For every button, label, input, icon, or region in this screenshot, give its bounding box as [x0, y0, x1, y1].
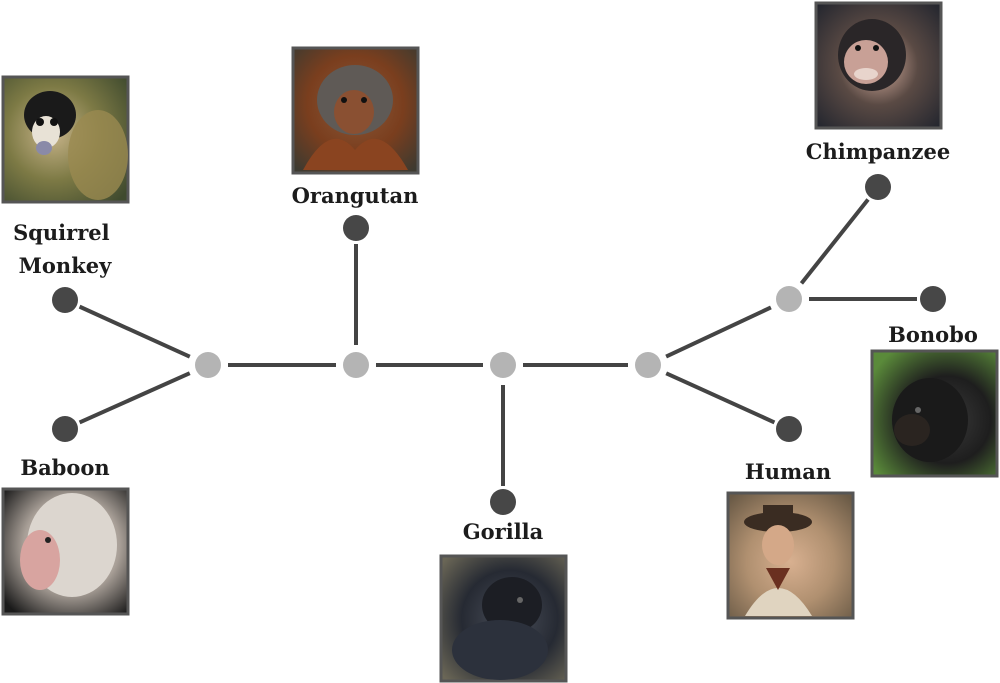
photo-bonobo: [870, 349, 999, 478]
leaf-node-baboon: [52, 416, 78, 442]
internal-node-i3: [490, 352, 516, 378]
photo-gorilla: [439, 554, 568, 683]
label-orangutan: Orangutan: [292, 183, 419, 208]
photo-orangutan: [291, 46, 420, 175]
label-human: Human: [745, 459, 831, 484]
leaf-node-gorilla: [490, 489, 516, 515]
internal-node-i2: [343, 352, 369, 378]
leaf-node-bonobo: [920, 286, 946, 312]
internal-node-i1: [195, 352, 221, 378]
label-gorilla: Gorilla: [463, 519, 544, 544]
leaf-node-orangutan: [343, 215, 369, 241]
edge-i1-squirrel-monkey: [78, 304, 191, 359]
edge-i1-baboon: [78, 371, 191, 425]
label-squirrel-monkey: Squirrel Monkey: [13, 220, 117, 278]
leaf-node-squirrel-monkey: [52, 287, 78, 313]
leaf-node-chimpanzee: [865, 174, 891, 200]
label-baboon: Baboon: [20, 455, 109, 480]
edge-i5-chimpanzee: [799, 198, 870, 285]
photo-baboon: [1, 487, 130, 616]
internal-node-i5: [776, 286, 802, 312]
tree-edges: [78, 198, 917, 486]
leaf-node-human: [776, 416, 802, 442]
internal-node-i4: [635, 352, 661, 378]
edge-i4-human: [665, 371, 776, 425]
label-chimpanzee: Chimpanzee: [806, 139, 950, 164]
photo-chimpanzee: [814, 1, 943, 130]
photo-squirrel-monkey: [1, 75, 130, 204]
tree-nodes: [52, 174, 946, 515]
label-bonobo: Bonobo: [888, 322, 978, 347]
photo-human: [726, 491, 855, 620]
edge-i4-i5: [665, 305, 772, 359]
